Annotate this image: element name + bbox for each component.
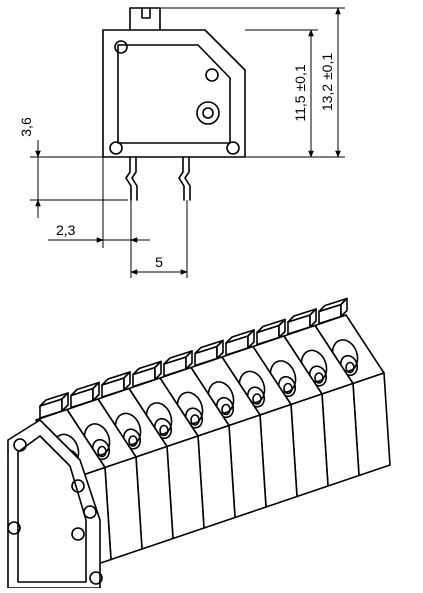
dim-label-5: 5 <box>155 254 163 270</box>
dimension-lines <box>30 7 345 278</box>
end-plate-hole-1 <box>13 438 27 452</box>
mounting-hole-top-left <box>114 40 128 54</box>
end-plate-hole-6 <box>89 571 103 585</box>
solder-pin-right <box>178 156 191 201</box>
side-view <box>102 7 246 201</box>
end-plate-hole-3 <box>83 505 97 519</box>
mounting-hole-top-right <box>205 68 219 82</box>
dim-label-3-6: 3,6 <box>18 117 34 137</box>
terminal-block-3d <box>35 297 391 571</box>
end-plate-hole-4 <box>7 521 21 535</box>
mounting-hole-bottom-right <box>226 141 240 155</box>
dim-label-13-2: 13,2 ±0,1 <box>319 53 335 111</box>
solder-pin-left <box>125 156 138 201</box>
release-button-outline <box>129 7 161 31</box>
dim-label-11-5: 11,5 ±0,1 <box>292 64 308 121</box>
mounting-hole-bottom-left <box>109 141 123 155</box>
wire-entry-hole <box>196 101 220 125</box>
housing-inner-outline <box>117 44 231 144</box>
housing-outline <box>102 29 246 158</box>
end-plate-hole-5 <box>71 527 85 541</box>
end-plate-hole-2 <box>71 479 85 493</box>
dim-label-2-3: 2,3 <box>56 222 76 238</box>
